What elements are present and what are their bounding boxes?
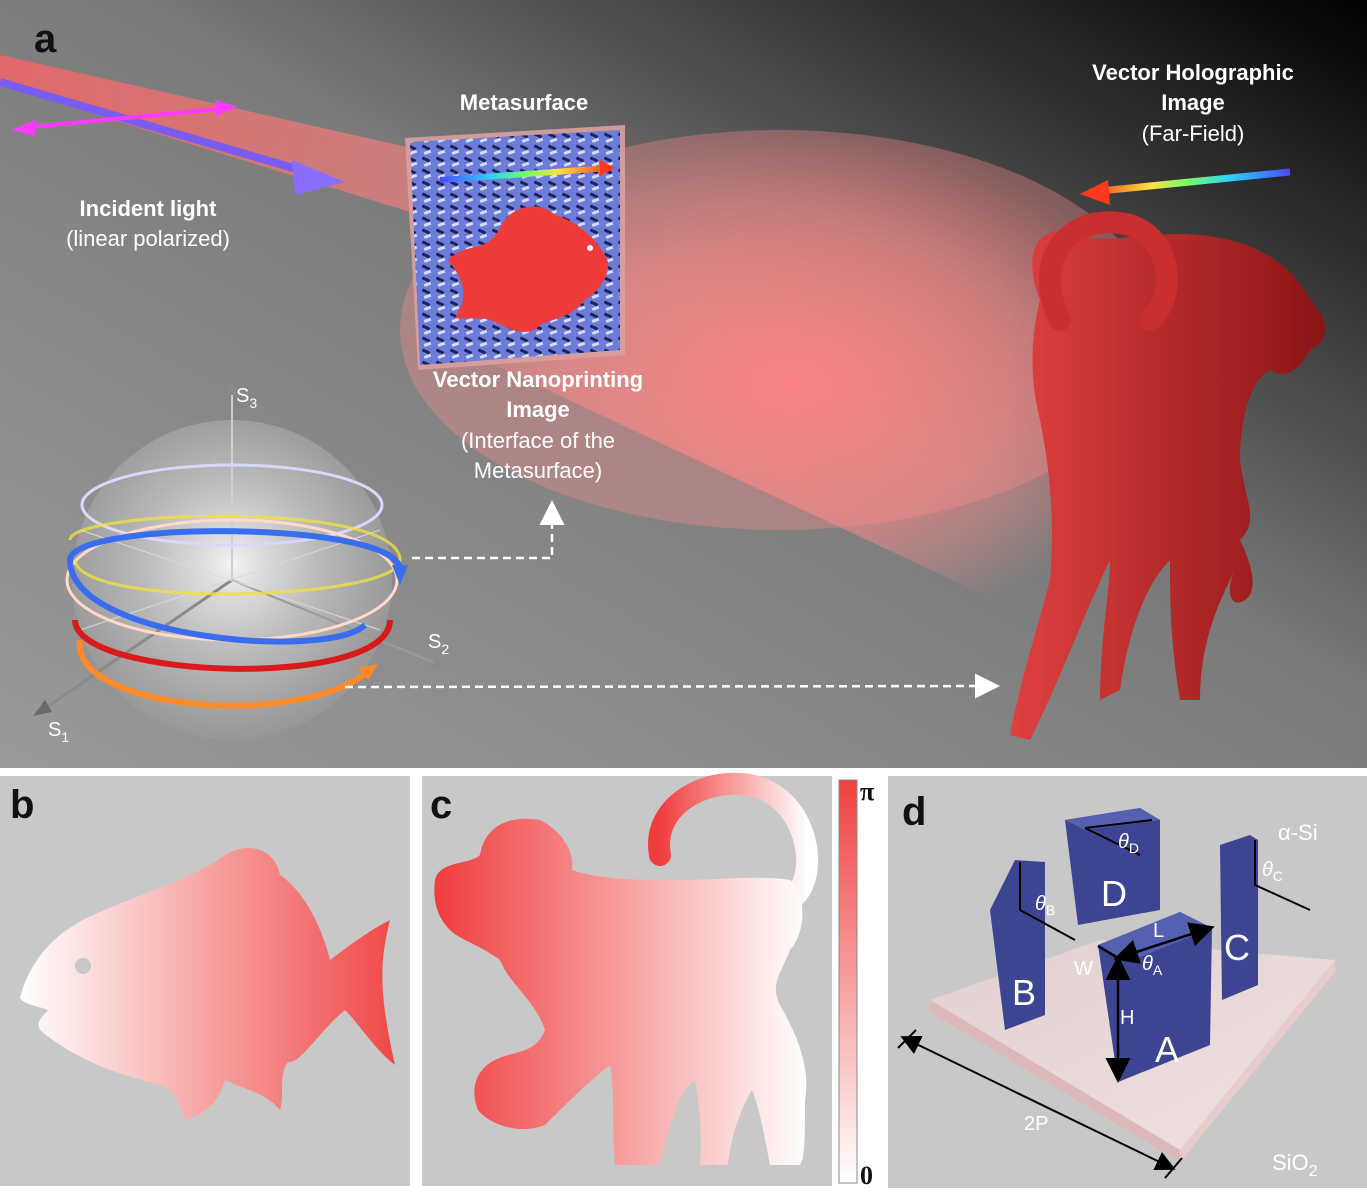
- dim-l-label: L: [1153, 920, 1164, 942]
- panel-letter-d: d: [902, 790, 926, 834]
- metasurface-label: Metasurface: [460, 90, 588, 115]
- pillar-c-label: C: [1224, 927, 1250, 968]
- angle-b-label: θB: [1035, 893, 1055, 918]
- holographic-label-line2: Image: [1161, 90, 1225, 115]
- angle-line-c: [1254, 884, 1311, 911]
- pillar-b-label: B: [1012, 972, 1036, 1013]
- polarization-arrowhead-right: [215, 100, 238, 116]
- dim-period-tick: [897, 1029, 917, 1049]
- angle-line-d: [1084, 827, 1141, 856]
- pillar-d: [1065, 808, 1160, 925]
- fish-phase-map: [20, 847, 395, 1120]
- angle-line-b: [1019, 909, 1076, 941]
- propagation-arrowhead: [292, 160, 345, 195]
- blue-trajectory: [66, 528, 403, 645]
- colorbar-min-label: 0: [860, 1161, 873, 1190]
- poincare-sphere: [33, 378, 448, 740]
- dim-period-tick: [1164, 1157, 1183, 1179]
- latitude-ring-upper: [80, 463, 384, 547]
- metasurface: [405, 125, 625, 370]
- panel-letter-c: c: [430, 783, 452, 827]
- pillar-a-label: A: [1155, 1029, 1179, 1070]
- angle-d-label: θD: [1118, 831, 1139, 856]
- axis-s2-arrowhead: [430, 658, 448, 670]
- dog-phase-map: [434, 772, 819, 1165]
- pillar-d-top: [1065, 808, 1160, 830]
- dog-body: [434, 818, 807, 1165]
- angle-c-label: θC: [1262, 859, 1283, 884]
- panel-d: d D B C A θD θB θC θA: [888, 776, 1367, 1188]
- metasurface-fish-eye: [587, 245, 593, 251]
- nanoprinting-sub-line2: Metasurface): [474, 458, 602, 483]
- substrate-side: [1180, 960, 1335, 1162]
- pillar-c: [1220, 835, 1258, 1000]
- holographic-dog: [1010, 231, 1325, 740]
- fish-eye: [75, 958, 91, 974]
- nanoprinting-sub-line1: (Interface of the: [461, 428, 615, 453]
- angle-a-label: θA: [1142, 953, 1163, 978]
- panel-letter-a: a: [34, 17, 57, 61]
- pillar-b: [990, 860, 1045, 1030]
- axis-s3-label: S3: [236, 385, 257, 411]
- red-trajectory: [72, 619, 393, 672]
- nanoprinting-label-line1: Vector Nanoprinting: [433, 367, 643, 392]
- orange-trajectory-arrowhead: [358, 664, 378, 680]
- polarization-arrowhead-left: [12, 120, 35, 136]
- connector-to-hologram: [344, 673, 1000, 699]
- metasurface-gradient-arrowhead: [600, 160, 615, 176]
- incident-light-subtitle: (linear polarized): [66, 226, 230, 251]
- dim-h-label: H: [1120, 1007, 1134, 1029]
- nanoprinting-label-line2: Image: [506, 397, 570, 422]
- axis-s3-arrowhead: [226, 378, 238, 395]
- substrate-label: SiO2: [1272, 1150, 1318, 1180]
- holographic-dog-tail: [1038, 211, 1178, 331]
- dim-w-label: W: [1074, 958, 1093, 980]
- panel-letter-b: b: [10, 783, 34, 827]
- axis-s1-line: [39, 578, 233, 714]
- material-label: α-Si: [1278, 820, 1318, 845]
- orange-trajectory: [76, 639, 372, 709]
- metasurface-fish: [448, 206, 609, 332]
- dim-period-label: 2P: [1024, 1113, 1048, 1135]
- panel-a: a Incident light (linear polarized) Meta…: [0, 0, 1367, 768]
- phase-colorbar: [838, 779, 858, 1184]
- colorbar-max-label: π: [860, 777, 874, 806]
- axis-s2-label: S2: [428, 631, 449, 657]
- dim-period-arrow: [900, 1035, 1176, 1171]
- connector-to-nanoprinting: [412, 500, 565, 560]
- blue-trajectory-arrowhead: [392, 565, 408, 585]
- holographic-gradient-arrowhead: [1080, 180, 1110, 205]
- axis-s1-arrowhead: [33, 700, 52, 716]
- pillar-d-label: D: [1101, 873, 1127, 914]
- dim-l-arrow: [1113, 922, 1215, 964]
- holographic-gradient-arrow: [1089, 168, 1291, 196]
- polarization-arrow: [19, 106, 231, 130]
- propagation-arrow: [0, 78, 302, 174]
- holographic-sub: (Far-Field): [1142, 121, 1245, 146]
- angle-line-d: [1084, 819, 1153, 829]
- axis-s1-label: S1: [48, 719, 69, 745]
- latitude-ring-rainbow: [68, 514, 402, 596]
- holographic-label-line1: Vector Holographic: [1092, 60, 1294, 85]
- metasurface-gradient-arrow: [439, 165, 611, 183]
- panel-c: c π 0: [422, 772, 874, 1190]
- dog-tail: [648, 772, 819, 911]
- panel-b: b: [0, 776, 410, 1186]
- sphere-grid-line: [79, 529, 381, 631]
- incident-light-title: Incident light: [80, 196, 218, 221]
